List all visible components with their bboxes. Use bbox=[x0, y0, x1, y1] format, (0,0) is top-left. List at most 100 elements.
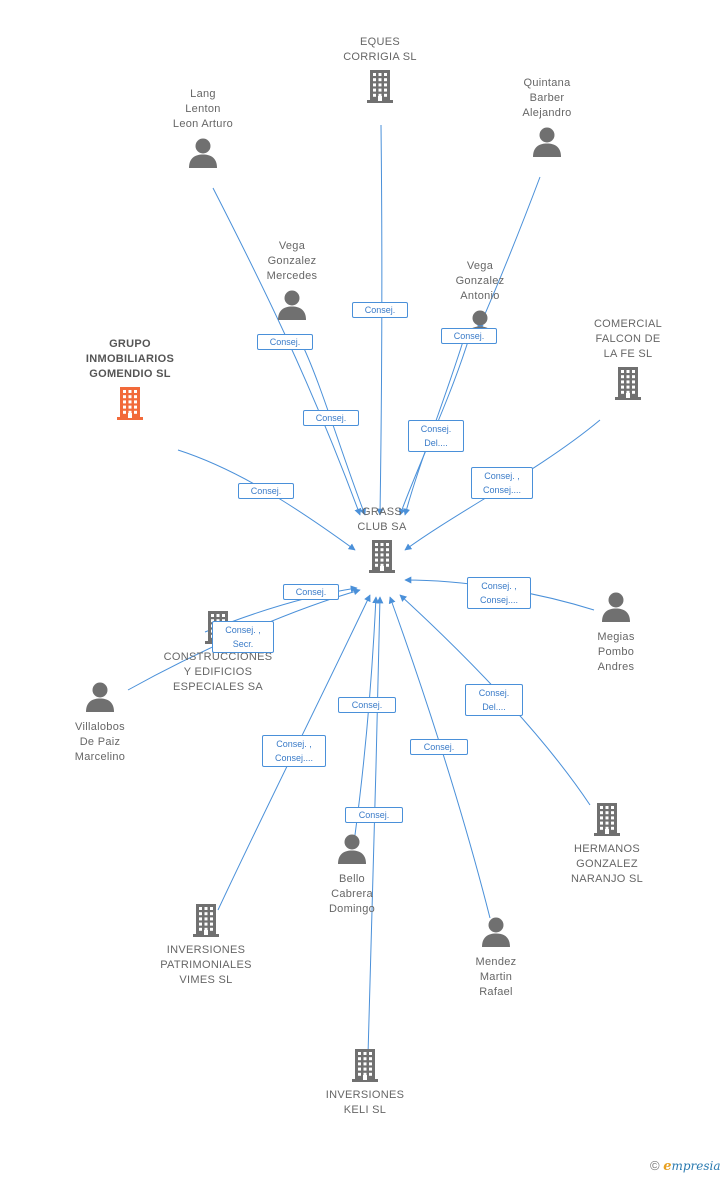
edge-label-villalobos[interactable]: Consej. ,Secr. bbox=[212, 621, 274, 653]
node-label-line: Megias bbox=[597, 631, 635, 643]
edge-label-line: Consej. bbox=[250, 486, 282, 496]
edge-bello bbox=[354, 596, 380, 836]
edge-label-line: Consej. bbox=[269, 337, 301, 347]
edge-label-hermanos[interactable]: Consej. Del.... bbox=[465, 684, 523, 716]
person-icon bbox=[482, 125, 612, 159]
node-label-line: Quintana bbox=[523, 77, 571, 89]
building-icon bbox=[563, 366, 693, 400]
edge-label-bello[interactable]: Consej. bbox=[338, 697, 396, 713]
node-label-line: Marcelino bbox=[74, 751, 126, 763]
person-icon bbox=[551, 590, 681, 624]
node-label-line: COMERCIAL bbox=[593, 318, 663, 330]
edge-label-line: Consej. bbox=[453, 331, 485, 341]
node-label-line: Mendez bbox=[475, 956, 517, 968]
edge-label-lang[interactable]: Consej. bbox=[257, 334, 313, 350]
edge-label-line: Consej. , bbox=[484, 471, 520, 481]
node-label-line: Rafael bbox=[479, 986, 513, 998]
node-label: GRUPO INMOBILIARIOS GOMENDIO SL bbox=[65, 337, 195, 382]
edge-label-vega_mercedes[interactable]: Consej. bbox=[303, 410, 359, 426]
edge-label-line: Consej. , bbox=[225, 625, 261, 635]
edge-label-megias[interactable]: Consej. , Consej.... bbox=[467, 577, 531, 609]
node-label-line: LA FE SL bbox=[603, 348, 653, 360]
node-label-line: GRASS bbox=[361, 506, 402, 518]
building-icon bbox=[65, 386, 195, 420]
edge-label-vega_antonio[interactable]: Consej.Del.... bbox=[408, 420, 464, 452]
node-label-line: Leon Arturo bbox=[172, 118, 234, 130]
node-label-line: INMOBILIARIOS bbox=[85, 353, 175, 365]
person-icon bbox=[227, 288, 357, 322]
node-label-line: Martin bbox=[479, 971, 513, 983]
edge-label-line: Consej. bbox=[295, 587, 327, 597]
edge-label-grupo[interactable]: Consej. bbox=[238, 483, 294, 499]
node-label-line: Villalobos bbox=[75, 721, 125, 733]
node-label-line: VIMES SL bbox=[179, 974, 233, 986]
edge-label-patrimoniales[interactable]: Consej. ,Consej.... bbox=[262, 735, 326, 767]
edge-label-quintana[interactable]: Consej. bbox=[441, 328, 497, 344]
node-label-line: EQUES bbox=[359, 36, 400, 48]
node-label-line: Bello bbox=[339, 873, 365, 885]
node-label-line: GONZALEZ bbox=[576, 858, 638, 870]
building-icon bbox=[315, 69, 445, 103]
edge-label-line: Consej. bbox=[358, 810, 390, 820]
node-label-line: PATRIMONIALES bbox=[160, 959, 252, 971]
edge-label-keli[interactable]: Consej. bbox=[345, 807, 403, 823]
node-label-line: Cabrera bbox=[331, 888, 373, 900]
person-icon bbox=[431, 915, 561, 949]
edge-label-line: Del.... bbox=[482, 702, 506, 712]
edge-quintana bbox=[477, 176, 541, 331]
node-label-line: CLUB SA bbox=[357, 521, 407, 533]
edge-keli bbox=[367, 596, 384, 1056]
node-label-line: INVERSIONES bbox=[325, 1089, 405, 1101]
edge-label-eques[interactable]: Consej. bbox=[352, 302, 408, 318]
node-grupo[interactable]: GRUPO INMOBILIARIOS GOMENDIO SL bbox=[65, 337, 195, 420]
node-label-line: NARANJO SL bbox=[570, 873, 644, 885]
edge-label-line: Consej.... bbox=[482, 485, 522, 495]
node-label-line: Vega bbox=[466, 260, 494, 272]
edge-label-line: Consej. bbox=[423, 742, 455, 752]
node-label-line: Lenton bbox=[185, 103, 221, 115]
node-label-line: GOMENDIO SL bbox=[89, 368, 171, 380]
edge-label-comercial[interactable]: Consej. , Consej.... bbox=[471, 467, 533, 499]
edge-label-construcciones[interactable]: Consej. bbox=[283, 584, 339, 600]
node-label-line: Pombo bbox=[597, 646, 635, 658]
node-label-line: CONSTRUCCIONES bbox=[163, 651, 273, 663]
empresia-logo: © empresia bbox=[650, 1158, 721, 1174]
building-icon bbox=[141, 903, 271, 937]
node-label-line: Mercedes bbox=[266, 270, 318, 282]
edge-label-line: Consej. bbox=[478, 688, 510, 698]
edge-label-mendez[interactable]: Consej. bbox=[410, 739, 468, 755]
node-grass[interactable]: GRASS CLUB SA bbox=[317, 505, 447, 573]
edge-label-line: Consej. , bbox=[481, 581, 517, 591]
edge-label-line: Consej. bbox=[420, 424, 452, 434]
edge-label-line: Consej. bbox=[351, 700, 383, 710]
edge-label-line: Consej.... bbox=[479, 595, 519, 605]
node-label-line: Barber bbox=[529, 92, 565, 104]
building-icon bbox=[317, 539, 447, 573]
node-label-line: Vega bbox=[278, 240, 306, 252]
person-icon bbox=[35, 680, 165, 714]
node-label-line: GRUPO bbox=[109, 338, 151, 350]
edge-label-line: Consej. , bbox=[276, 739, 312, 749]
